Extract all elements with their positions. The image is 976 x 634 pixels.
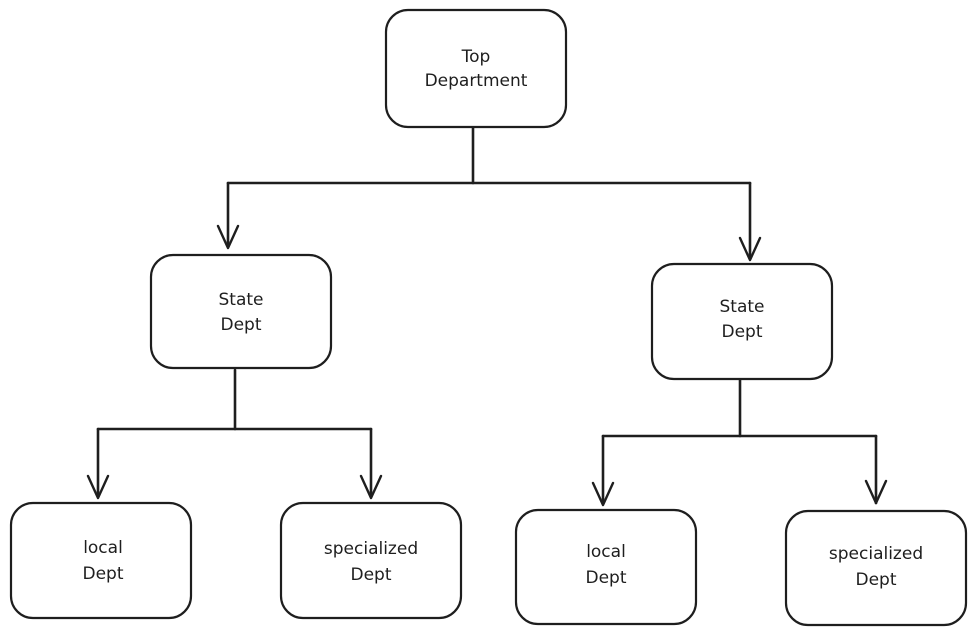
node-local-dept-left: local Dept bbox=[9, 501, 193, 620]
node-top-department-line1: Top bbox=[461, 47, 491, 67]
connector-top-to-states bbox=[226, 126, 752, 260]
node-specialized-dept-right-line2: Dept bbox=[855, 570, 896, 590]
arrow-head-local-right bbox=[591, 481, 615, 507]
node-local-dept-right-line1: local bbox=[586, 542, 626, 562]
node-local-dept-left-line1: local bbox=[83, 538, 123, 558]
node-local-dept-right-line2: Dept bbox=[585, 568, 626, 588]
connector-state-left-to-children bbox=[96, 368, 373, 498]
arrow-head-state-left bbox=[216, 224, 240, 250]
node-specialized-dept-left: specialized Dept bbox=[279, 501, 463, 620]
node-state-dept-left-line2: Dept bbox=[220, 315, 261, 335]
node-state-dept-right-line1: State bbox=[720, 297, 765, 317]
connector-state-right-to-children bbox=[601, 378, 878, 505]
node-specialized-dept-left-line2: Dept bbox=[350, 565, 391, 585]
arrow-head-state-right bbox=[738, 236, 762, 262]
node-specialized-dept-left-line1: specialized bbox=[324, 539, 418, 559]
node-top-department-line2: Department bbox=[425, 71, 528, 91]
node-state-dept-left: State Dept bbox=[149, 253, 333, 370]
node-local-dept-left-line2: Dept bbox=[82, 564, 123, 584]
node-state-dept-right: State Dept bbox=[650, 262, 834, 381]
node-specialized-dept-right-line1: specialized bbox=[829, 544, 923, 564]
arrow-head-specialized-left bbox=[359, 474, 383, 500]
node-specialized-dept-right: specialized Dept bbox=[784, 509, 968, 627]
node-local-dept-right: local Dept bbox=[514, 508, 698, 626]
arrow-head-local-left bbox=[86, 474, 110, 500]
node-top-department: Top Department bbox=[384, 8, 568, 129]
node-state-dept-right-line2: Dept bbox=[721, 322, 762, 342]
arrow-head-specialized-right bbox=[864, 479, 888, 505]
node-state-dept-left-line1: State bbox=[219, 290, 264, 310]
